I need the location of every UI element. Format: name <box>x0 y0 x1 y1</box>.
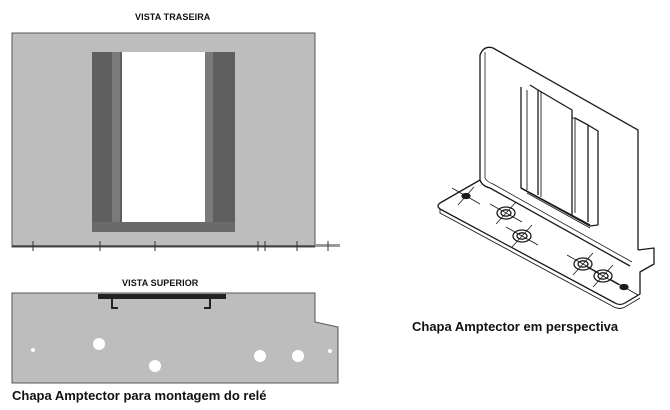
hole <box>292 350 304 362</box>
rear-opening <box>122 52 205 222</box>
top-bracket-bar <box>98 294 226 299</box>
top-view-drawing <box>11 292 339 384</box>
window-top-edge <box>537 89 573 215</box>
hole <box>93 338 105 350</box>
perspective-hole <box>573 257 593 271</box>
perspective-hole-inner <box>597 272 609 280</box>
perspective-hole-inner <box>577 260 589 268</box>
back-plate-outline <box>479 46 639 250</box>
window-right-rail <box>574 117 589 222</box>
rear-view-drawing <box>11 32 340 251</box>
window-right-flange <box>587 124 599 225</box>
bracket-left-hook <box>111 299 118 309</box>
window-left-rail <box>520 87 591 226</box>
window-inner-rail <box>529 84 539 195</box>
bracket-right-hook <box>204 299 211 309</box>
fold-line <box>479 179 631 267</box>
perspective-caption: Chapa Amptector em perspectiva <box>412 319 619 334</box>
perspective-hole-inner <box>516 232 528 240</box>
perspective-hole-inner <box>500 209 512 217</box>
base-plate-outline <box>437 179 655 306</box>
rear-view-title: VISTA TRASEIRA <box>135 12 211 22</box>
mounting-plate-caption: Chapa Amptector para montagem do relé <box>12 388 267 403</box>
window-bottom-edge <box>520 187 599 227</box>
hole <box>149 360 161 372</box>
perspective-hole <box>496 206 516 220</box>
fold-line-inner <box>484 177 633 263</box>
bottom-rail <box>92 222 235 232</box>
perspective-holes <box>451 186 639 296</box>
base-plate-thickness <box>439 209 641 309</box>
window-right-line <box>572 117 576 213</box>
small-hole-left <box>31 348 35 352</box>
hole <box>254 350 266 362</box>
perspective-drawing <box>437 46 655 309</box>
window-bottom-line <box>526 192 591 229</box>
perspective-hole <box>512 229 532 243</box>
left-rail-inner <box>112 52 120 222</box>
perspective-hole <box>593 269 613 283</box>
small-hole-right <box>328 349 332 353</box>
right-rail-inner <box>205 52 213 222</box>
top-view-title: VISTA SUPERIOR <box>122 278 199 288</box>
top-plate <box>11 292 339 384</box>
hole-marks <box>30 241 329 251</box>
